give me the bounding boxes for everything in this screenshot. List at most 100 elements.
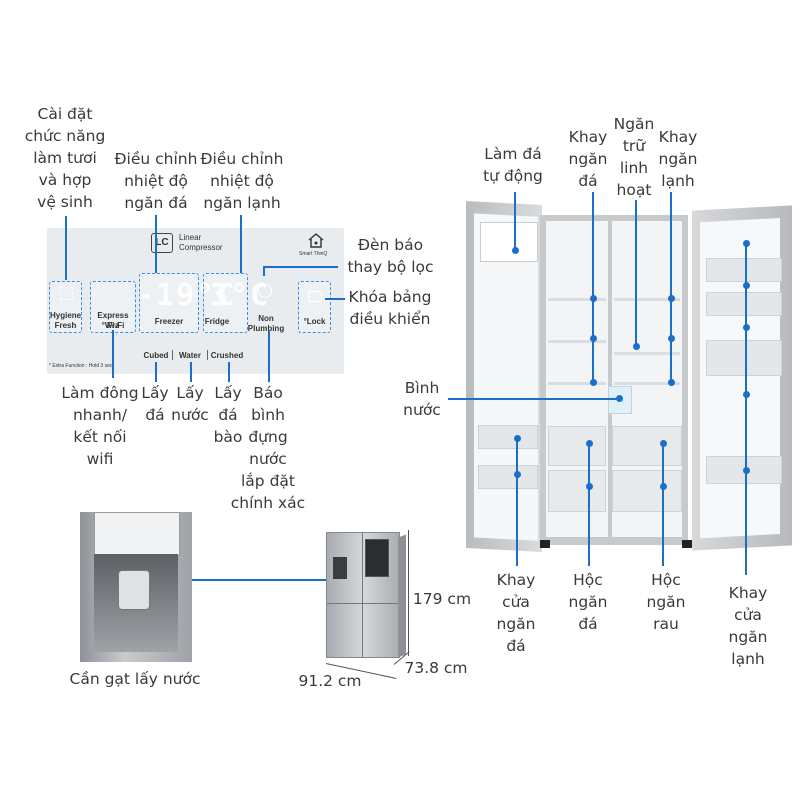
callout-line: [592, 192, 594, 382]
label-fridge-temp: Điều chỉnh nhiệt độ ngăn lạnh: [200, 150, 284, 212]
callout-dot: [743, 467, 750, 474]
freezer-drawer: [548, 426, 606, 466]
label-flex: Ngăn trữ linh hoạt: [613, 115, 655, 199]
fridge-shelf: [614, 352, 680, 355]
fridge-shelf: [614, 298, 680, 301]
home-wifi-icon: [307, 232, 325, 248]
label-water: Lấy nước: [171, 384, 209, 424]
label-filter: Đèn báo thay bộ lọc: [347, 236, 434, 276]
label-depth: 73.8 cm: [404, 659, 468, 677]
fridge-label: Fridge: [204, 317, 230, 326]
label-freezer-temp: Điều chỉnh nhiệt độ ngăn đá: [114, 150, 198, 212]
label-veg-drawer: Hộc ngăn rau: [646, 571, 686, 633]
freezer-shelf: [548, 382, 606, 385]
freezer-temp-button[interactable]: -19°C Freezer: [136, 273, 234, 333]
door-bin: [706, 258, 782, 282]
express-label-2: °Wi-Fi: [101, 321, 125, 330]
door-bin: [478, 425, 538, 449]
callout-line: [228, 362, 230, 382]
callout-dot: [660, 440, 667, 447]
callout-dot: [668, 295, 675, 302]
callout-line: [155, 215, 157, 273]
label-dispenser: Cần gạt lấy nước: [69, 670, 201, 688]
label-lock: Khóa bảng điều khiển: [348, 288, 432, 328]
mini-dispenser: [333, 557, 347, 579]
express-label-1: Express Frz: [97, 311, 129, 330]
dispenser-lever[interactable]: [118, 570, 150, 610]
callout-dot: [660, 483, 667, 490]
label-icemaker: Làm đá tự động: [483, 145, 543, 185]
smart-thinq-label: Smart ThinQ: [299, 251, 328, 257]
crushed-label[interactable]: Crushed: [210, 351, 244, 360]
instaview-window: [365, 539, 389, 577]
door-split: [362, 533, 363, 657]
label-cubed: Lấy đá: [141, 384, 169, 424]
callout-line: [448, 398, 619, 400]
callout-dot: [590, 379, 597, 386]
fridge-temp-button[interactable]: 3°C Fridge: [203, 273, 268, 333]
door-bin: [478, 465, 538, 489]
icemaker-unit: [480, 222, 538, 262]
express-freeze-wifi-button[interactable]: Express Frz °Wi-Fi: [90, 281, 136, 333]
callout-line: [588, 443, 590, 566]
callout-dot: [586, 440, 593, 447]
lock-button[interactable]: °Lock: [298, 281, 331, 333]
dispenser-panel: [94, 512, 180, 556]
callout-line: [190, 362, 192, 382]
divider: [207, 350, 208, 360]
hygiene-icon: [60, 287, 73, 300]
hygiene-label-1: Hygiene: [50, 311, 82, 320]
callout-line: [635, 200, 637, 346]
water-label[interactable]: Water: [179, 351, 201, 360]
filter-indicator-icon: [258, 284, 272, 298]
callout-dot: [633, 343, 640, 350]
label-freezer-door-tray: Khay cửa ngăn đá: [496, 571, 536, 655]
label-express: Làm đông nhanh/ kết nối wifi: [61, 384, 139, 468]
compressor-text-line2: Compressor: [179, 243, 223, 252]
fridge-foot: [540, 540, 550, 548]
label-plumbing: Báo bình đựng nước lắp đặt chính xác: [230, 384, 306, 512]
callout-line: [240, 215, 242, 273]
control-panel: LC Linear Compressor Smart ThinQ Hygiene…: [47, 228, 344, 374]
freezer-label: Freezer: [154, 317, 184, 326]
cubed-label[interactable]: Cubed: [143, 351, 169, 360]
fridge-foot: [682, 540, 692, 548]
dispenser-closeup: [80, 512, 192, 662]
callout-dot: [668, 379, 675, 386]
callout-line: [745, 243, 747, 575]
door-bin: [706, 340, 782, 376]
height-dimension-line: [408, 530, 409, 656]
callout-line: [155, 362, 157, 382]
freezer-temp-display: -19°C: [136, 278, 237, 313]
label-hygiene: Cài đặt chức năng làm tươi và hợp vệ sin…: [24, 105, 106, 211]
label-height: 179 cm: [412, 590, 472, 608]
vegetable-drawer: [612, 470, 682, 512]
callout-dot: [616, 395, 623, 402]
callout-dot: [514, 435, 521, 442]
hygiene-fresh-button[interactable]: Hygiene Fresh: [49, 281, 82, 333]
label-fridge-shelf: Khay ngăn lạnh: [658, 128, 698, 190]
freezer-shelf: [548, 340, 606, 343]
label-water-tank: Bình nước: [403, 379, 441, 419]
callout-dot: [590, 335, 597, 342]
callout-dot: [743, 240, 750, 247]
freezer-drawer: [548, 470, 606, 512]
callout-line: [112, 330, 114, 378]
door-bin: [706, 292, 782, 316]
non-plumbing-label-1: Non: [258, 314, 274, 323]
callout-line: [263, 266, 338, 268]
callout-dot: [743, 391, 750, 398]
fridge-shelf: [614, 382, 680, 385]
drawer-split: [327, 603, 399, 604]
freezer-door-inner: [474, 213, 538, 541]
side-panel: [398, 534, 406, 658]
callout-dot: [512, 247, 519, 254]
label-width: 91.2 cm: [298, 672, 362, 690]
callout-dot: [514, 471, 521, 478]
callout-line: [662, 443, 664, 566]
callout-line: [325, 298, 345, 300]
vegetable-drawer: [612, 426, 682, 466]
callout-line: [268, 330, 270, 382]
callout-dot: [586, 483, 593, 490]
callout-dot: [743, 282, 750, 289]
